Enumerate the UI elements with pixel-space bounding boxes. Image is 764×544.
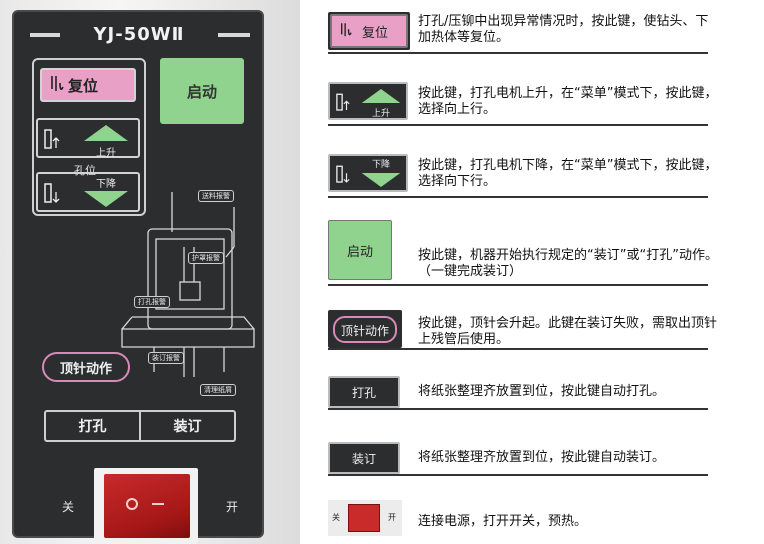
eject-button[interactable]: 顶针动作 — [42, 352, 130, 382]
triangle-up-icon — [84, 125, 128, 141]
legend-power-key: 关 开 — [328, 500, 402, 536]
legend-row-punch: 打孔 将纸张整理齐放置到位，按此键自动打孔。 — [328, 376, 708, 410]
legend-power-on: 开 — [388, 513, 396, 522]
legend-eject-desc: 按此键，顶针会升起。此键在装订失败，需取出顶针上残管后使用。 — [418, 316, 718, 347]
drill-icon — [341, 23, 352, 37]
machine-diagram — [121, 192, 255, 377]
legend-row-start: 启动 按此键，机器开始执行规定的“装订”或“打孔”动作。（一键完成装订） — [328, 220, 718, 286]
legend-up-key: 上升 — [328, 82, 408, 120]
divider — [328, 124, 708, 126]
drill-up-icon — [44, 129, 60, 149]
triangle-down-icon — [84, 191, 128, 207]
model-name: YJ-50WⅡ — [93, 24, 185, 45]
legend-reset-key: 复位 — [328, 12, 410, 50]
reset-label: 复位 — [68, 76, 99, 95]
off-mark-icon — [126, 498, 138, 510]
down-button[interactable]: 下降 — [36, 172, 140, 212]
drill-up-icon — [336, 93, 350, 111]
bind-alarm-tag: 装订报警 — [148, 352, 184, 364]
legend-punch-label: 打孔 — [351, 385, 376, 400]
triangle-down-icon — [361, 173, 401, 187]
punch-bind-group: 打孔 装订 — [44, 410, 236, 442]
legend-row-up: 上升 按此键，打孔电机上升，在“菜单”模式下，按此键，选择向上行。 — [328, 82, 717, 128]
legend-power-desc: 连接电源，打开开关，预热。 — [418, 514, 588, 529]
divider — [328, 408, 708, 410]
legend-start-desc: 按此键，机器开始执行规定的“装订”或“打孔”动作。（一键完成装订） — [418, 248, 718, 279]
model-bar-left — [30, 33, 60, 37]
legend-bind-label: 装订 — [351, 451, 376, 466]
up-button[interactable]: 上升 — [36, 118, 140, 159]
punch-label: 打孔 — [78, 419, 107, 435]
legend-start-key: 启动 — [328, 220, 392, 280]
feed-alarm-tag: 送料报警 — [198, 190, 234, 202]
legend-punch-key: 打孔 — [328, 376, 400, 408]
divider — [328, 348, 708, 350]
legend-row-reset: 复位 打孔/压铆中出现异常情况时，按此键，使钻头、下加热体等复位。 — [328, 12, 708, 56]
legend-start-label: 启动 — [346, 244, 373, 260]
divider — [328, 196, 708, 198]
legend-punch-desc: 将纸张整理齐放置到位，按此键自动打孔。 — [418, 384, 666, 399]
legend-down-label: 下降 — [372, 160, 391, 170]
up-label: 上升 — [96, 148, 116, 159]
drill-icon — [51, 76, 64, 91]
legend-up-label: 上升 — [372, 109, 391, 119]
punch-alarm-tag: 打孔报警 — [134, 296, 170, 308]
legend-row-bind: 装订 将纸张整理齐放置到位，按此键自动装订。 — [328, 442, 708, 476]
legend-bind-desc: 将纸张整理齐放置到位，按此键自动装订。 — [418, 450, 666, 465]
legend-down-key: 下降 — [328, 154, 408, 192]
legend-eject-key: 顶针动作 — [328, 310, 402, 348]
drill-control-group — [32, 58, 146, 216]
model-bar-right — [218, 33, 250, 37]
legend-reset-face: 复位 — [330, 14, 408, 48]
legend-power-off: 关 — [332, 513, 340, 522]
eject-label: 顶针动作 — [59, 361, 112, 377]
bind-button[interactable]: 装订 — [139, 412, 234, 440]
divider — [328, 52, 708, 54]
guard-alarm-tag: 护罩报警 — [188, 252, 224, 264]
legend-eject-face: 顶针动作 — [332, 315, 397, 343]
legend-bind-key: 装订 — [328, 442, 400, 474]
drill-down-icon — [44, 183, 60, 203]
legend-down-desc: 按此键，打孔电机下降，在“菜单”模式下，按此键，选择向下行。 — [418, 158, 718, 189]
start-label: 启动 — [186, 82, 217, 101]
legend-row-power: 关 开 连接电源，打开开关，预热。 — [328, 500, 708, 540]
triangle-up-icon — [361, 89, 401, 103]
reset-button[interactable]: 复位 — [40, 68, 136, 102]
legend-row-eject: 顶针动作 按此键，顶针会升起。此键在装订失败，需取出顶针上残管后使用。 — [328, 310, 717, 352]
start-button[interactable]: 启动 — [160, 58, 244, 124]
down-label: 下降 — [96, 179, 116, 190]
legend-up-desc: 按此键，打孔电机上升，在“菜单”模式下，按此键，选择向上行。 — [418, 86, 718, 117]
control-panel: YJ-50WⅡ 复位 启动 上升 孔位 — [12, 10, 264, 544]
bind-label: 装订 — [173, 419, 202, 435]
legend-power-switch-icon — [348, 504, 380, 532]
power-switch[interactable] — [104, 474, 190, 538]
switch-off-label: 关 — [62, 500, 75, 514]
punch-button[interactable]: 打孔 — [46, 412, 139, 440]
divider — [328, 474, 708, 476]
legend-reset-desc: 打孔/压铆中出现异常情况时，按此键，使钻头、下加热体等复位。 — [418, 14, 709, 45]
legend-eject-label: 顶针动作 — [340, 323, 389, 338]
legend-row-down: 下降 按此键，打孔电机下降，在“菜单”模式下，按此键，选择向下行。 — [328, 154, 717, 200]
legend-reset-label: 复位 — [362, 25, 389, 41]
drill-down-icon — [336, 165, 350, 183]
on-mark-icon — [152, 503, 164, 505]
divider — [328, 284, 708, 286]
clean-scrap-tag: 清理纸屑 — [200, 384, 236, 396]
switch-on-label: 开 — [226, 500, 239, 514]
